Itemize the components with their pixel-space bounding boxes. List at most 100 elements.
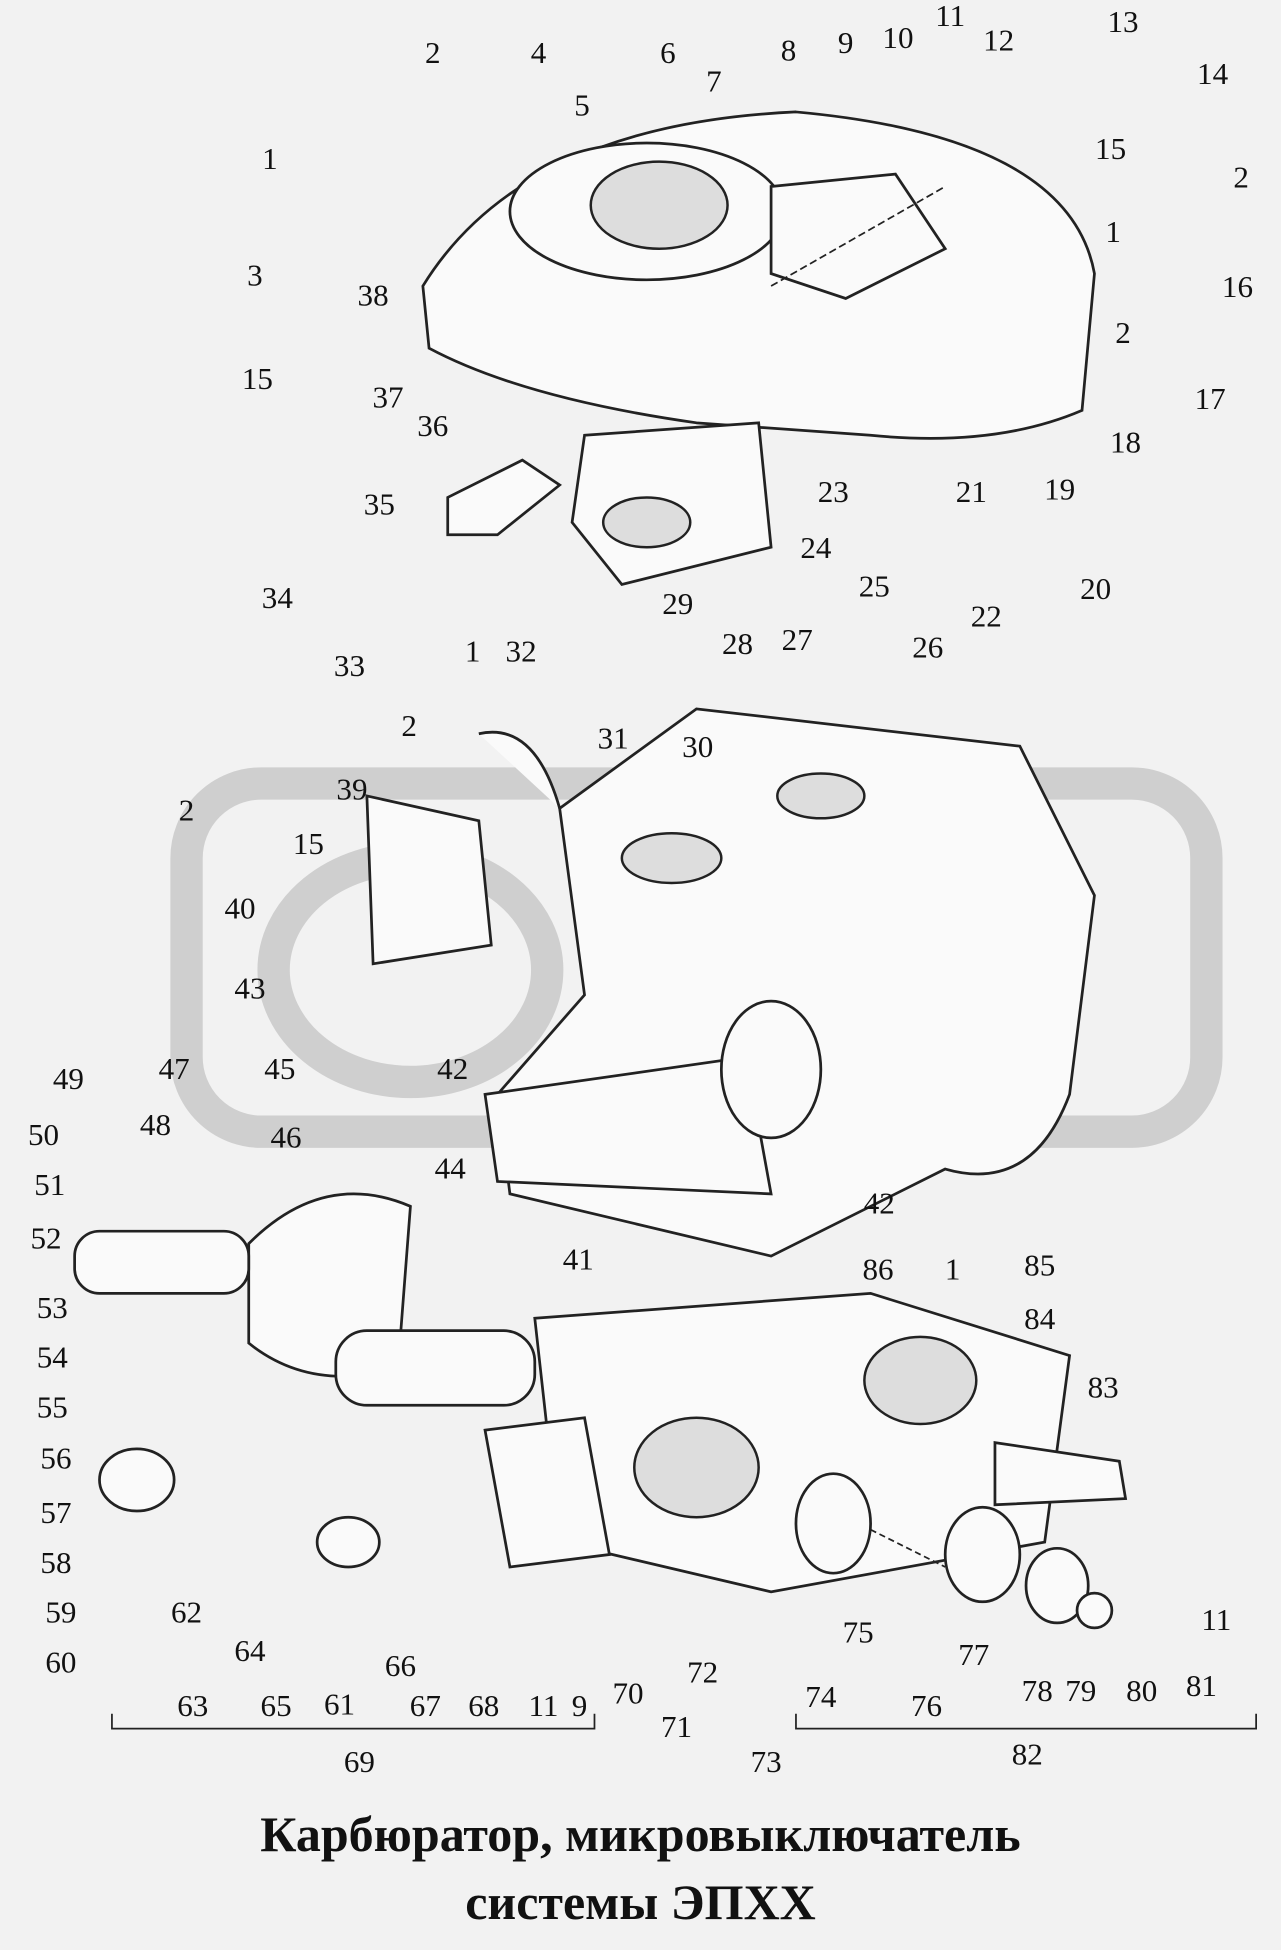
callout-label-73: 73 (751, 1744, 782, 1779)
callout-label-67: 67 (410, 1688, 441, 1723)
group-bracket-82 (795, 1713, 1257, 1730)
callout-label-1: 1 (1105, 214, 1121, 249)
diagram-title-line-2: системы ЭПХХ (465, 1874, 816, 1930)
callout-label-24: 24 (800, 530, 832, 565)
callout-label-60: 60 (45, 1644, 76, 1679)
callout-label-61: 61 (324, 1687, 355, 1722)
callout-label-15: 15 (1095, 131, 1126, 166)
callout-label-51: 51 (34, 1167, 65, 1202)
callout-label-12: 12 (983, 23, 1014, 58)
callout-label-37: 37 (372, 380, 403, 415)
callout-label-35: 35 (364, 487, 395, 522)
callout-label-59: 59 (45, 1595, 76, 1630)
callout-label-53: 53 (37, 1290, 68, 1325)
callout-label-11: 11 (1201, 1602, 1231, 1637)
callout-label-16: 16 (1222, 269, 1253, 304)
callout-label-18: 18 (1110, 424, 1141, 459)
callout-label-22: 22 (971, 598, 1002, 633)
callout-label-19: 19 (1044, 472, 1075, 507)
callout-label-42: 42 (864, 1185, 895, 1220)
callout-label-54: 54 (37, 1340, 69, 1375)
callout-label-2: 2 (1233, 159, 1249, 194)
callout-label-34: 34 (262, 580, 294, 615)
throttle-body (73, 1192, 1128, 1630)
callout-label-85: 85 (1024, 1248, 1055, 1283)
callout-label-2: 2 (1115, 315, 1131, 350)
callout-label-25: 25 (859, 569, 890, 604)
callout-label-9: 9 (572, 1688, 588, 1723)
callout-label-30: 30 (682, 729, 713, 764)
callout-label-57: 57 (40, 1495, 71, 1530)
callout-label-15: 15 (242, 361, 273, 396)
callout-label-72: 72 (687, 1654, 718, 1689)
callout-label-32: 32 (506, 633, 537, 668)
callout-label-6: 6 (660, 35, 676, 70)
callout-label-66: 66 (385, 1648, 416, 1683)
callout-label-81: 81 (1186, 1668, 1217, 1703)
callout-label-13: 13 (1108, 4, 1139, 39)
callout-label-23: 23 (818, 474, 849, 509)
callout-label-71: 71 (661, 1709, 692, 1744)
callout-label-65: 65 (261, 1688, 292, 1723)
callout-label-26: 26 (912, 630, 943, 665)
callout-label-41: 41 (563, 1241, 594, 1276)
callout-label-48: 48 (140, 1107, 171, 1142)
callout-label-63: 63 (177, 1688, 208, 1723)
callout-label-33: 33 (334, 648, 365, 683)
carburetor-body (365, 707, 1096, 1258)
diagram-title-line-1: Карбюратор, микровыключатель (260, 1806, 1021, 1862)
callout-label-43: 43 (234, 970, 265, 1005)
callout-label-31: 31 (598, 720, 629, 755)
callout-label-55: 55 (37, 1389, 68, 1424)
callout-label-14: 14 (1197, 56, 1229, 91)
callout-label-2: 2 (179, 792, 195, 827)
callout-label-1: 1 (262, 141, 278, 176)
callout-label-40: 40 (224, 891, 255, 926)
callout-label-3: 3 (247, 258, 263, 293)
callout-label-47: 47 (159, 1051, 190, 1086)
callout-label-75: 75 (843, 1615, 874, 1650)
callout-label-36: 36 (417, 408, 448, 443)
callout-label-8: 8 (781, 33, 797, 68)
callout-label-42: 42 (437, 1051, 468, 1086)
callout-label-27: 27 (782, 622, 813, 657)
callout-label-11: 11 (529, 1688, 559, 1723)
callout-label-20: 20 (1080, 571, 1111, 606)
callout-label-10: 10 (882, 20, 913, 55)
callout-label-64: 64 (234, 1633, 266, 1668)
callout-label-28: 28 (722, 626, 753, 661)
callout-label-79: 79 (1065, 1673, 1096, 1708)
callout-label-17: 17 (1195, 381, 1226, 416)
callout-label-74: 74 (805, 1679, 837, 1714)
callout-label-83: 83 (1088, 1370, 1119, 1405)
callout-label-45: 45 (264, 1051, 295, 1086)
callout-label-56: 56 (40, 1440, 71, 1475)
callout-label-2: 2 (401, 708, 417, 743)
callout-label-78: 78 (1022, 1673, 1053, 1708)
callout-label-11: 11 (935, 0, 965, 33)
callout-label-68: 68 (468, 1688, 499, 1723)
callout-label-58: 58 (40, 1545, 71, 1580)
callout-label-21: 21 (956, 474, 987, 509)
callout-label-1: 1 (465, 633, 481, 668)
callout-label-86: 86 (863, 1251, 894, 1286)
callout-label-76: 76 (911, 1688, 942, 1723)
callout-label-49: 49 (53, 1061, 84, 1096)
callout-label-4: 4 (531, 35, 547, 70)
callout-label-39: 39 (336, 771, 367, 806)
callout-label-29: 29 (662, 586, 693, 621)
callout-label-62: 62 (171, 1595, 202, 1630)
callout-label-5: 5 (574, 87, 590, 122)
callout-label-52: 52 (30, 1220, 61, 1255)
carburetor-top-cover (421, 110, 1096, 587)
callout-label-7: 7 (706, 64, 722, 99)
callout-label-15: 15 (293, 826, 324, 861)
callout-label-69: 69 (344, 1744, 375, 1779)
group-bracket-69 (111, 1713, 596, 1730)
callout-label-84: 84 (1024, 1301, 1056, 1336)
callout-label-1: 1 (945, 1251, 961, 1286)
callout-label-80: 80 (1126, 1673, 1157, 1708)
callout-label-70: 70 (613, 1675, 644, 1710)
